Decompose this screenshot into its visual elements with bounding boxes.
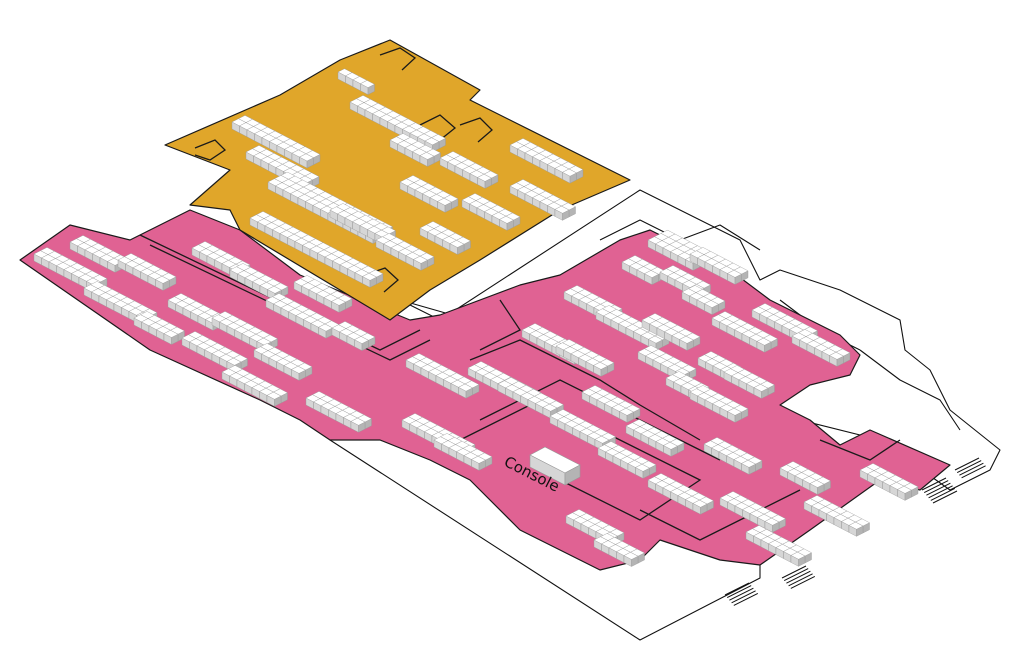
- desk-block: [471, 455, 486, 471]
- desk-block: [554, 205, 570, 221]
- desk-block: [692, 499, 708, 515]
- desk-block: [623, 552, 639, 567]
- desk-block: [499, 215, 514, 231]
- desk-block: [809, 480, 825, 495]
- desk-block: [413, 255, 428, 271]
- desk-block: [704, 300, 719, 315]
- desk-block: [741, 459, 756, 475]
- desk-block: [897, 485, 912, 501]
- desk-block: [362, 272, 377, 288]
- desk-block: [163, 330, 179, 345]
- desk-block: [635, 463, 650, 479]
- desk-block: [318, 323, 333, 339]
- desk-block: [764, 517, 780, 533]
- desk-block: [679, 335, 694, 351]
- desk-block: [753, 384, 769, 399]
- desk-block: [291, 365, 306, 381]
- desk-block: [419, 152, 435, 167]
- desk-block: [829, 351, 844, 367]
- desk-block: [458, 383, 473, 399]
- stairs: [724, 457, 986, 606]
- desk-block: [266, 391, 282, 407]
- desk-block: [790, 551, 806, 567]
- desk-block: [756, 337, 772, 353]
- desk-block: [727, 269, 742, 285]
- desk-block: [848, 521, 864, 537]
- desk-block: [644, 270, 659, 285]
- desk-block: [299, 153, 314, 169]
- desk-block: [360, 80, 375, 95]
- desk-block: [727, 407, 742, 423]
- desk-clusters: [33, 68, 919, 567]
- desk-block: [449, 240, 465, 255]
- desk-block: [663, 441, 678, 457]
- desk-block: [331, 297, 346, 313]
- desk-block: [619, 407, 634, 423]
- desk-block: [593, 361, 608, 377]
- desk-block: [155, 275, 170, 291]
- desk-block: [354, 336, 369, 351]
- desk-block: [477, 173, 492, 189]
- desk-block: [437, 197, 452, 213]
- desk-block: [562, 168, 577, 184]
- main-level-floor: [19, 209, 951, 571]
- desk-block: [350, 417, 366, 433]
